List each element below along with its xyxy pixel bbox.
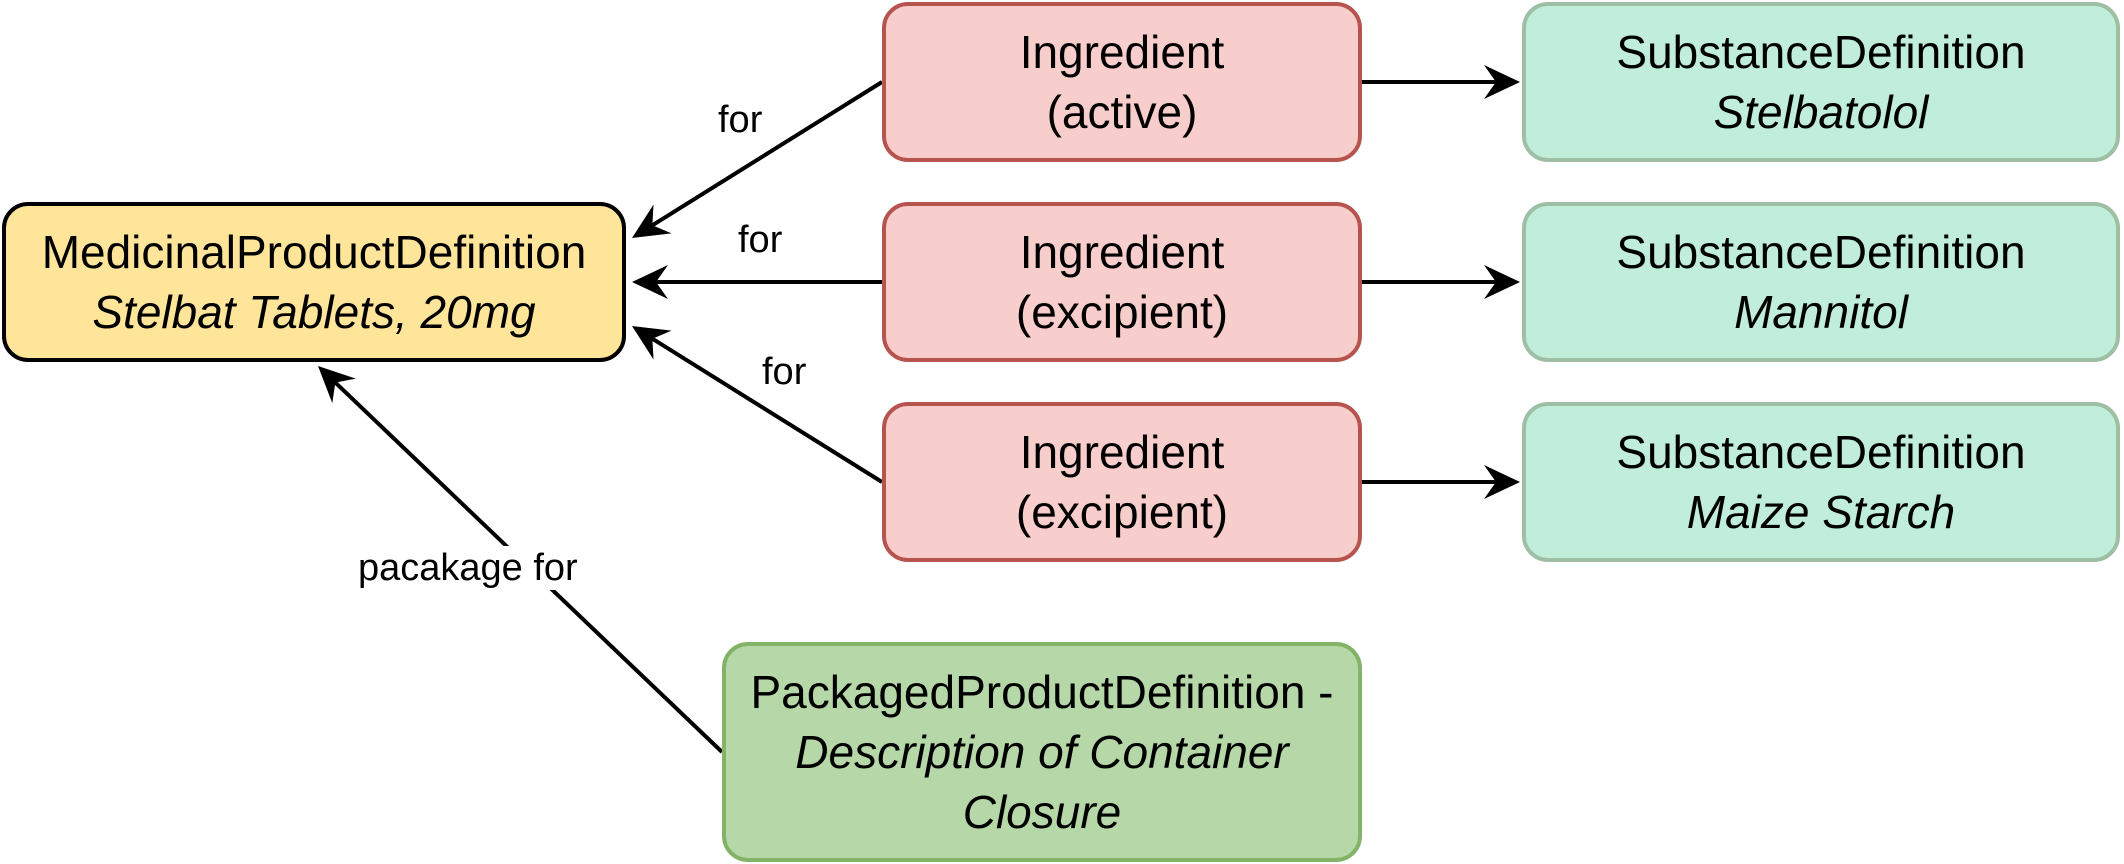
arrowhead-icon [632, 265, 668, 299]
node-role: (active) [1046, 86, 1198, 138]
substance-maize-starch-node[interactable]: SubstanceDefinition Maize Starch [1522, 402, 2120, 562]
edge-ingredient-active-to-product [651, 80, 884, 227]
node-title: MedicinalProductDefinition [41, 226, 587, 278]
node-title: PackagedProductDefinition - [750, 666, 1334, 718]
packaged-product-node[interactable]: PackagedProductDefinition - Description … [722, 642, 1362, 862]
node-subtitle: Description of Container Closure [795, 726, 1289, 838]
arrowhead-icon [1484, 465, 1520, 499]
node-title: SubstanceDefinition [1616, 226, 2026, 278]
substance-stelbatolol-node[interactable]: SubstanceDefinition Stelbatolol [1522, 2, 2120, 162]
node-title: Ingredient [1019, 226, 1225, 278]
ingredient-excipient-node[interactable]: Ingredient (excipient) [882, 202, 1362, 362]
edge-label-package-for: pacakage for [352, 546, 584, 590]
node-title: Ingredient [1019, 26, 1225, 78]
edge-label-for: for [762, 351, 807, 393]
node-role: (excipient) [1015, 286, 1229, 338]
arrowhead-icon [1484, 65, 1520, 99]
substance-mannitol-node[interactable]: SubstanceDefinition Mannitol [1522, 202, 2120, 362]
medicinal-product-node[interactable]: MedicinalProductDefinition Stelbat Table… [2, 202, 626, 362]
arrowhead-icon [1484, 265, 1520, 299]
node-subtitle: Stelbatolol [1713, 86, 1929, 138]
node-title: SubstanceDefinition [1616, 26, 2026, 78]
edge-ingredient-excipient2-to-product [651, 337, 884, 484]
arrowhead-icon [318, 366, 356, 404]
node-subtitle: Stelbat Tablets, 20mg [92, 286, 536, 338]
arrowhead-icon [632, 204, 672, 238]
node-title: SubstanceDefinition [1616, 426, 2026, 478]
node-subtitle: Mannitol [1734, 286, 1908, 338]
ingredient-excipient-node[interactable]: Ingredient (excipient) [882, 402, 1362, 562]
arrowhead-icon [632, 326, 672, 360]
edge-label-for: for [738, 219, 783, 261]
node-subtitle: Maize Starch [1686, 486, 1956, 538]
edge-label-for: for [718, 99, 763, 141]
node-role: (excipient) [1015, 486, 1229, 538]
ingredient-active-node[interactable]: Ingredient (active) [882, 2, 1362, 162]
node-title: Ingredient [1019, 426, 1225, 478]
